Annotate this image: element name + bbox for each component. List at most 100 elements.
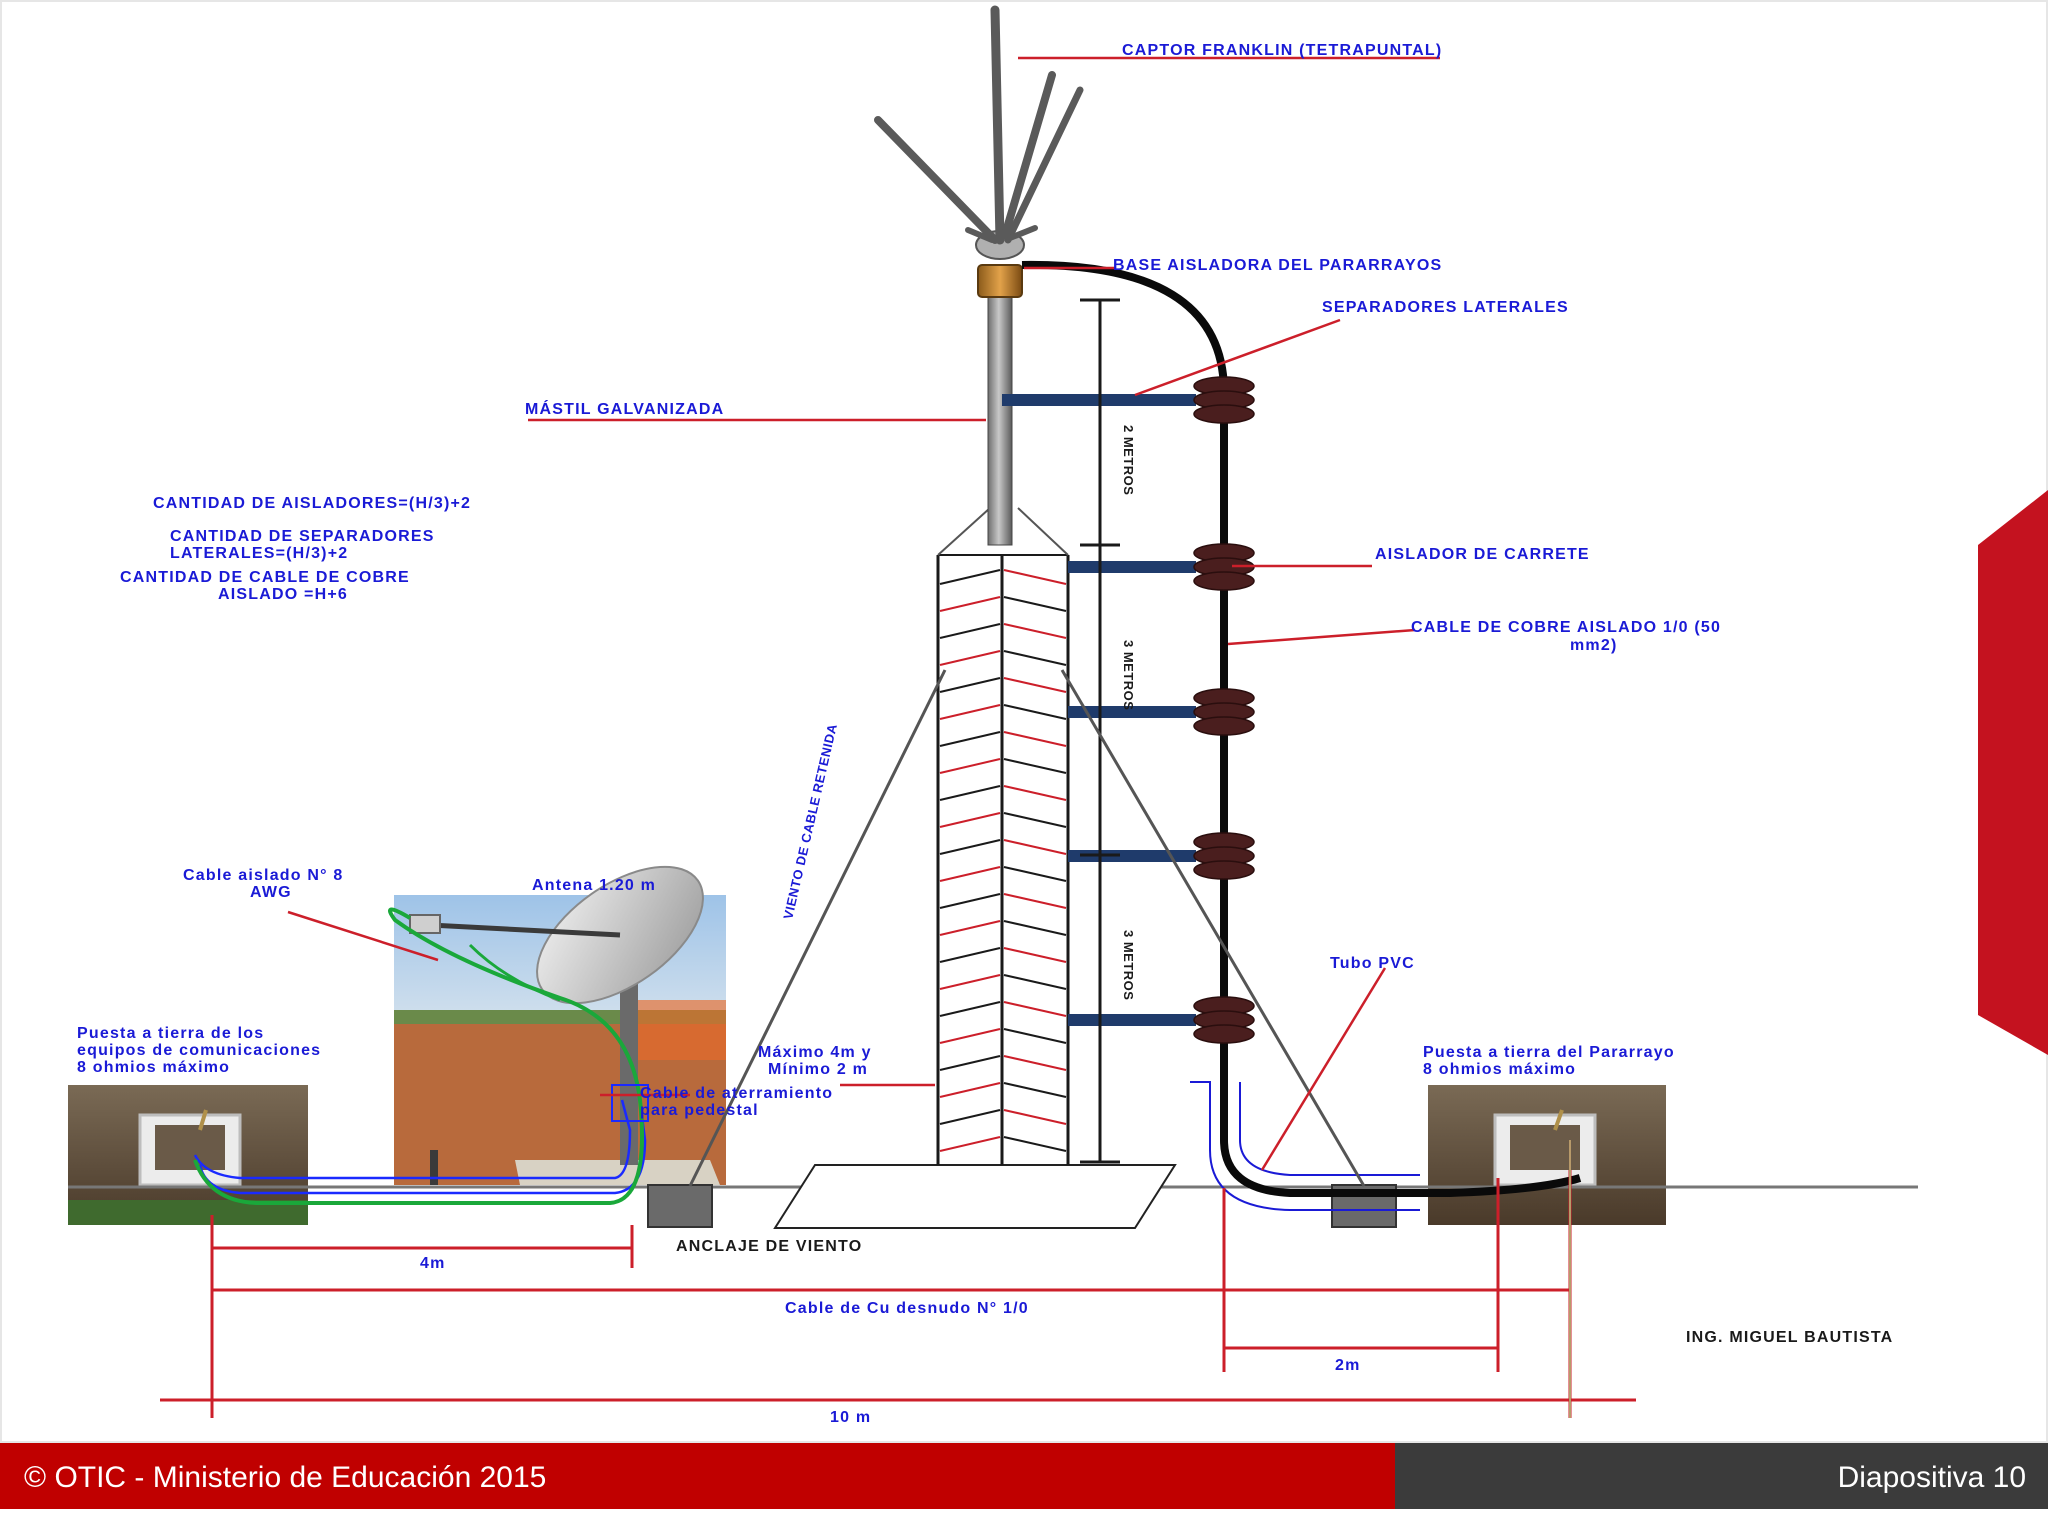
label-maximo-1: Máximo 4m y — [758, 1044, 872, 1061]
label-aterramiento-1: Cable de aterramiento — [640, 1085, 833, 1102]
spool-insulator — [1193, 376, 1255, 424]
tower-rung — [939, 1028, 1001, 1044]
tower-rung — [1003, 812, 1067, 828]
label-cable-cobre-2: mm2) — [1570, 637, 1617, 654]
tower-rung — [1003, 1001, 1067, 1017]
label-separadores: SEPARADORES LATERALES — [1322, 299, 1569, 316]
tower-rung — [1003, 839, 1067, 855]
footer-slide-number: Diapositiva 10 — [1837, 1461, 2026, 1494]
tower-rung — [939, 650, 1001, 666]
label-base-aisladora: BASE AISLADORA DEL PARARRAYOS — [1113, 257, 1442, 274]
tower-rung — [939, 758, 1001, 774]
guy-wire-right — [1060, 669, 1366, 1187]
tower-rung — [1003, 677, 1067, 693]
label-autor: ING. MIGUEL BAUTISTA — [1686, 1329, 1893, 1346]
tower-rung — [1003, 1082, 1067, 1098]
tower-rung — [1003, 974, 1067, 990]
tower-rung — [1003, 596, 1067, 612]
lightning-rod-diagram: 2 METROS 3 METROS 3 METROS — [0, 0, 2048, 1443]
label-2m: 2m — [1335, 1357, 1361, 1374]
tower-rung — [939, 623, 1001, 639]
label-cable-desnudo: Cable de Cu desnudo N° 1/0 — [785, 1300, 1029, 1317]
antenna-photo — [394, 865, 726, 1185]
tower-rung — [1003, 1109, 1067, 1125]
tower-rung — [1003, 569, 1067, 585]
pvc-tube — [1190, 1081, 1420, 1211]
label-puesta-pararrayo-1: Puesta a tierra del Pararrayo — [1423, 1044, 1675, 1061]
tower-rung — [939, 947, 1001, 963]
galvanized-mast — [987, 294, 1013, 546]
tower-rung — [1003, 893, 1067, 909]
tower-rung — [939, 1055, 1001, 1071]
tower-rung — [1003, 1028, 1067, 1044]
label-cable-cobre-1: CABLE DE COBRE AISLADO 1/0 (50 — [1411, 619, 1721, 636]
formula-aisladores: CANTIDAD DE AISLADORES=(H/3)+2 — [153, 495, 471, 512]
spool-insulator — [1193, 688, 1255, 736]
label-puesta-equipos-3: 8 ohmios máximo — [77, 1059, 230, 1076]
dim-3-metros-1: 3 METROS — [1121, 640, 1136, 710]
label-antena: Antena 1.20 m — [532, 877, 656, 894]
tower-rung — [1003, 1136, 1067, 1152]
spool-insulator — [1193, 996, 1255, 1044]
label-maximo-2: Mínimo 2 m — [768, 1061, 868, 1078]
tower-rung — [1003, 920, 1067, 936]
tower-rung — [939, 677, 1001, 693]
formula-cable-2: AISLADO =H+6 — [218, 586, 348, 603]
tower-rung — [939, 866, 1001, 882]
label-aterramiento-2: para pedestal — [640, 1102, 759, 1119]
tower-rung — [939, 1136, 1001, 1152]
tower-rung — [1003, 650, 1067, 666]
tower-rung — [1003, 704, 1067, 720]
tower-rung — [939, 785, 1001, 801]
tower-rung — [1003, 947, 1067, 963]
label-captor: CAPTOR FRANKLIN (TETRAPUNTAL) — [1122, 42, 1442, 59]
guy-wire-left — [688, 669, 947, 1187]
label-10m: 10 m — [830, 1409, 871, 1426]
tower-rung — [939, 893, 1001, 909]
tower-rung — [939, 920, 1001, 936]
franklin-captor — [874, 5, 1084, 260]
label-tubo-pvc: Tubo PVC — [1330, 955, 1415, 972]
label-puesta-equipos-1: Puesta a tierra de los — [77, 1025, 264, 1042]
leader-lines — [287, 56, 1440, 1171]
tower-rung — [1003, 623, 1067, 639]
formula-separadores-1: CANTIDAD DE SEPARADORES — [170, 528, 435, 545]
ground-box-photo-right — [1428, 1085, 1666, 1225]
footer-gray-band — [1395, 1443, 2048, 1509]
tower-rung — [939, 569, 1001, 585]
tower-base-slab — [773, 1164, 1177, 1229]
formula-separadores-2: LATERALES=(H/3)+2 — [170, 545, 348, 562]
lateral-separator — [1068, 561, 1196, 573]
bottom-dimensions — [160, 1170, 1636, 1418]
label-cable-aislado-1: Cable aislado N° 8 — [183, 867, 344, 884]
tower-rung — [939, 839, 1001, 855]
tower-rung — [1003, 731, 1067, 747]
tower-rung — [1003, 785, 1067, 801]
label-4m: 4m — [420, 1255, 446, 1272]
tower-rung — [939, 1001, 1001, 1017]
tower-rung — [939, 974, 1001, 990]
tower-rung — [939, 812, 1001, 828]
tower-rung — [1003, 1055, 1067, 1071]
label-anclaje: ANCLAJE DE VIENTO — [676, 1238, 862, 1255]
tower-rung — [1003, 758, 1067, 774]
tower-rung — [939, 1082, 1001, 1098]
label-puesta-equipos-2: equipos de comunicaciones — [77, 1042, 321, 1059]
lateral-separator — [1068, 1014, 1196, 1026]
label-puesta-pararrayo-2: 8 ohmios máximo — [1423, 1061, 1576, 1078]
dim-2-metros: 2 METROS — [1121, 425, 1136, 495]
footer-bar: © OTIC - Ministerio de Educación 2015 Di… — [0, 1443, 2048, 1509]
dim-3-metros-2: 3 METROS — [1121, 930, 1136, 1000]
lattice-tower — [936, 507, 1070, 1165]
footer-copyright: © OTIC - Ministerio de Educación 2015 — [24, 1461, 547, 1494]
label-cable-aislado-2: AWG — [250, 884, 292, 901]
insulating-base — [977, 264, 1023, 298]
red-side-tab — [1978, 490, 2048, 1055]
tower-rung — [939, 596, 1001, 612]
tower-rung — [939, 704, 1001, 720]
label-mastil: MÁSTIL GALVANIZADA — [525, 399, 724, 418]
footer-red-band — [0, 1443, 1395, 1509]
insulated-copper-cable — [1021, 260, 1582, 1197]
left-ground-cables — [193, 907, 649, 1205]
